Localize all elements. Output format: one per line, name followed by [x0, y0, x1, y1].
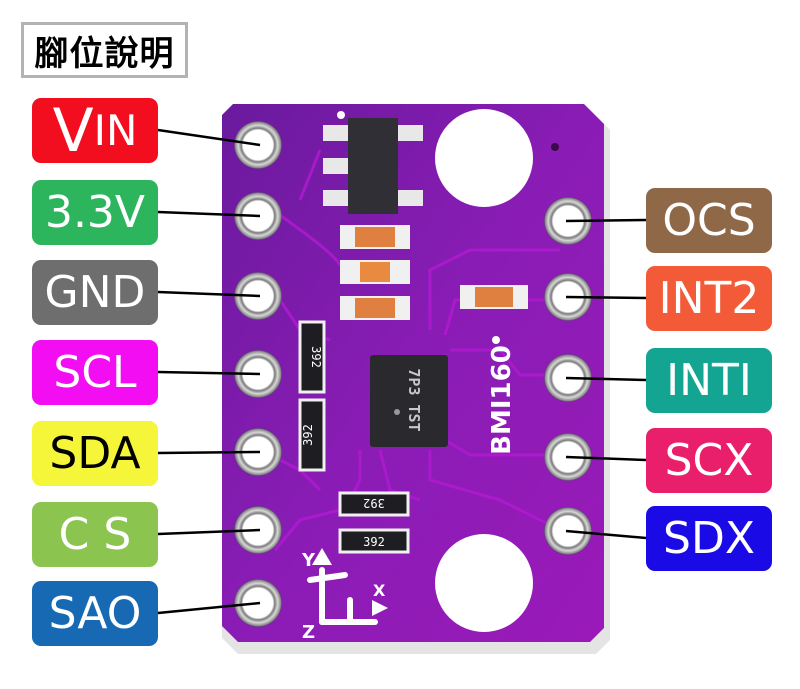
leader-line-int1: [565, 376, 647, 382]
pinout-title: 腳位說明: [21, 22, 188, 78]
leader-line-vin: [157, 128, 261, 147]
pin-label-ocs: OCS: [646, 188, 772, 253]
pin-label-scl: SCL: [32, 340, 158, 405]
resistor: 392: [298, 398, 326, 472]
leader-line-cs: [157, 528, 261, 536]
leader-line-ocs: [565, 218, 647, 223]
pin-label-int2: INT2: [646, 266, 772, 331]
capacitor: [460, 285, 528, 309]
leader-line-gnd: [157, 290, 261, 298]
mounting-hole-top: [435, 109, 533, 207]
resistor-marking: 392: [363, 535, 385, 549]
resistor-marking: 392: [363, 496, 385, 510]
resistor-marking: 392: [309, 346, 323, 368]
leader-line-sao: [157, 601, 261, 615]
via: [551, 143, 559, 151]
capacitor: [340, 225, 410, 249]
chip-marking: 7P3 TST: [405, 368, 423, 431]
resistor: 392: [338, 528, 410, 554]
leader-line-sda: [157, 450, 261, 455]
pin-label-gnd: GND: [32, 260, 158, 325]
capacitor: [340, 296, 410, 320]
leader-line-int2: [565, 295, 647, 300]
pin-label-scx: SCX: [646, 428, 772, 493]
model-silkscreen: BMI160: [487, 345, 517, 455]
pin-label-3v3: 3.3V: [32, 180, 158, 245]
pin-label-vin-in: IN: [93, 106, 138, 155]
pin-label-int1: INTI: [646, 348, 772, 413]
mounting-hole-bottom: [435, 534, 533, 632]
pin-label-sda: SDA: [32, 421, 158, 486]
capacitor: [340, 260, 410, 284]
leader-line-3v3: [157, 210, 261, 218]
pin-label-vin-v: V: [52, 95, 94, 166]
resistor-marking: 392: [301, 424, 315, 446]
leader-line-scx: [565, 455, 647, 462]
leader-line-scl: [157, 370, 261, 376]
axis-label-z: Z: [302, 622, 315, 643]
leader-line-sdx: [565, 529, 647, 540]
pin-label-cs: C S: [32, 502, 158, 567]
pin-label-sao: SAO: [32, 581, 158, 646]
axis-label-y: Y: [301, 550, 316, 571]
voltage-regulator: [323, 111, 423, 214]
resistor: 392: [298, 320, 326, 394]
axis-label-x: X: [373, 581, 386, 600]
resistor: 392: [338, 491, 410, 517]
pin-label-sdx: SDX: [646, 506, 772, 571]
axis-orientation-icon: [307, 548, 388, 625]
bmi160-sensor-chip: 7P3 TST: [370, 355, 448, 447]
